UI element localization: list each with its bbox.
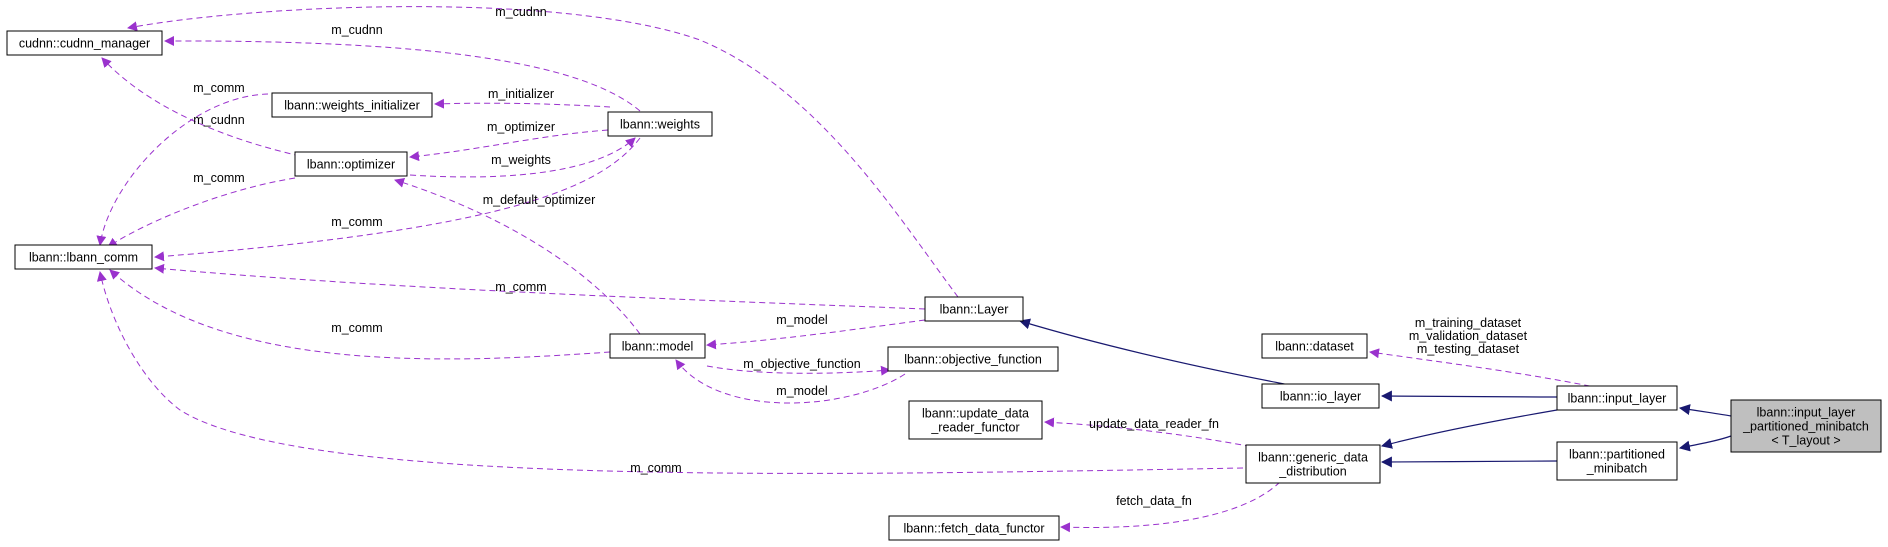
node-box xyxy=(607,111,713,137)
label-opt-weights: m_weights xyxy=(491,153,551,167)
label-optimizer-cudnn: m_cudnn xyxy=(193,113,244,127)
node-label: lbann::lbann_comm xyxy=(29,251,138,265)
edge-opt-weights xyxy=(409,137,636,178)
node-label: lbann::partitioned xyxy=(1569,448,1665,462)
edge-model-opt xyxy=(394,177,641,335)
edge-weights-cudnn xyxy=(164,35,641,112)
node-label: < T_layout > xyxy=(1771,434,1840,448)
node-partitioned-minibatch[interactable]: lbann::partitioned_minibatch xyxy=(1556,441,1678,481)
node-label: lbann::weights_initializer xyxy=(284,99,420,113)
node-dataset[interactable]: lbann::dataset xyxy=(1261,333,1368,359)
label-gdd-comm: m_comm xyxy=(630,461,681,475)
node-box xyxy=(1730,399,1882,453)
node-box xyxy=(609,333,706,359)
node-label: _reader_functor xyxy=(930,421,1019,435)
edge-focus-pm xyxy=(1678,435,1732,452)
label-gdd-fdf: fetch_data_fn xyxy=(1116,494,1192,508)
node-label: lbann::update_data xyxy=(922,407,1029,421)
node-box xyxy=(887,346,1059,372)
node-optimizer[interactable]: lbann::optimizer xyxy=(294,151,408,177)
edge-input-gdd xyxy=(1380,409,1558,449)
label-opt-comm: m_comm xyxy=(193,171,244,185)
node-label: lbann::io_layer xyxy=(1280,390,1361,404)
node-fetch-data-functor[interactable]: lbann::fetch_data_functor xyxy=(888,515,1060,541)
node-label: _partitioned_minibatch xyxy=(1742,420,1869,434)
edge-layer-cudnn xyxy=(127,6,959,298)
node-label: _distribution xyxy=(1278,465,1346,479)
label-weights-wi: m_initializer xyxy=(488,87,554,101)
edge-weights-opt xyxy=(409,129,609,162)
node-weights[interactable]: lbann::weights xyxy=(607,111,713,137)
node-box xyxy=(1261,333,1368,359)
label-layer-comm: m_comm xyxy=(495,280,546,294)
node-label: lbann::input_layer xyxy=(1568,392,1667,406)
label-wi-comm: m_comm xyxy=(193,81,244,95)
label-layer-cudnn: m_cudnn xyxy=(495,5,546,19)
node-box xyxy=(271,92,433,118)
node-label: _minibatch xyxy=(1586,462,1647,476)
edge-objfn-model xyxy=(675,359,906,404)
edge-wi-comm xyxy=(96,93,269,246)
label-weights-comm: m_comm xyxy=(331,215,382,229)
label-gdd-udrf: update_data_reader_fn xyxy=(1089,417,1219,431)
node-label: cudnn::cudnn_manager xyxy=(19,37,150,51)
edge-gdd-comm xyxy=(96,271,1244,474)
edge-input-io xyxy=(1380,390,1558,402)
edge-focus-input xyxy=(1678,404,1732,417)
node-cudnn-manager[interactable]: cudnn::cudnn_manager xyxy=(6,30,163,56)
edge-model-objfn xyxy=(706,365,891,376)
node-box xyxy=(1245,444,1381,484)
node-generic-data-distribution[interactable]: lbann::generic_data_distribution xyxy=(1245,444,1381,484)
node-label: lbann::weights xyxy=(620,118,700,132)
node-label: lbann::fetch_data_functor xyxy=(903,522,1044,536)
edge-opt-comm xyxy=(107,177,296,248)
node-box xyxy=(908,400,1043,440)
edge-labels: m_cudnn m_cudnn m_cudnn m_comm m_initial… xyxy=(193,5,1527,508)
node-label: lbann::input_layer xyxy=(1757,406,1856,420)
node-label: lbann::model xyxy=(622,340,694,354)
node-box xyxy=(888,515,1060,541)
node-box xyxy=(1556,441,1678,481)
edge-io-layer xyxy=(1018,318,1301,388)
label-layer-model: m_model xyxy=(776,313,827,327)
node-model[interactable]: lbann::model xyxy=(609,333,706,359)
inheritance-edges xyxy=(1018,318,1732,468)
node-label: lbann::Layer xyxy=(940,303,1009,317)
edge-layer-comm xyxy=(154,263,926,310)
label-model-opt: m_default_optimizer xyxy=(483,193,596,207)
node-box xyxy=(294,151,408,177)
label-model-comm: m_comm xyxy=(331,321,382,335)
node-box xyxy=(1261,383,1380,409)
node-label: lbann::objective_function xyxy=(904,353,1042,367)
usage-edges xyxy=(96,6,1601,533)
node-label: lbann::dataset xyxy=(1275,340,1354,354)
node-weights-initializer[interactable]: lbann::weights_initializer xyxy=(271,92,433,118)
label-weights-cudnn: m_cudnn xyxy=(331,23,382,37)
node-input-layer-partitioned-minibatch[interactable]: lbann::input_layer_partitioned_minibatch… xyxy=(1730,399,1882,453)
edge-optimizer-cudnn xyxy=(101,57,301,157)
node-io-layer[interactable]: lbann::io_layer xyxy=(1261,383,1380,409)
node-box xyxy=(1556,385,1678,411)
node-input-layer[interactable]: lbann::input_layer xyxy=(1556,385,1678,411)
edge-layer-model xyxy=(706,319,926,350)
label-objfn-model: m_model xyxy=(776,384,827,398)
node-objective-function[interactable]: lbann::objective_function xyxy=(887,346,1059,372)
node-update-data-reader-functor[interactable]: lbann::update_data_reader_functor xyxy=(908,400,1043,440)
node-label: lbann::optimizer xyxy=(307,158,395,172)
edge-gdd-fdf xyxy=(1060,481,1281,533)
nodes: cudnn::cudnn_manager lbann::weights_init… xyxy=(6,30,1882,541)
edge-weights-wi xyxy=(434,98,611,109)
label-weights-opt: m_optimizer xyxy=(487,120,555,134)
node-box xyxy=(14,244,153,270)
node-label: lbann::generic_data xyxy=(1258,451,1368,465)
node-layer[interactable]: lbann::Layer xyxy=(924,296,1024,322)
node-box xyxy=(6,30,163,56)
label-model-objfn: m_objective_function xyxy=(743,357,860,371)
node-lbann-comm[interactable]: lbann::lbann_comm xyxy=(14,244,153,270)
node-box xyxy=(924,296,1024,322)
edge-pm-gdd xyxy=(1380,456,1558,468)
edge-input-dataset xyxy=(1369,348,1601,389)
